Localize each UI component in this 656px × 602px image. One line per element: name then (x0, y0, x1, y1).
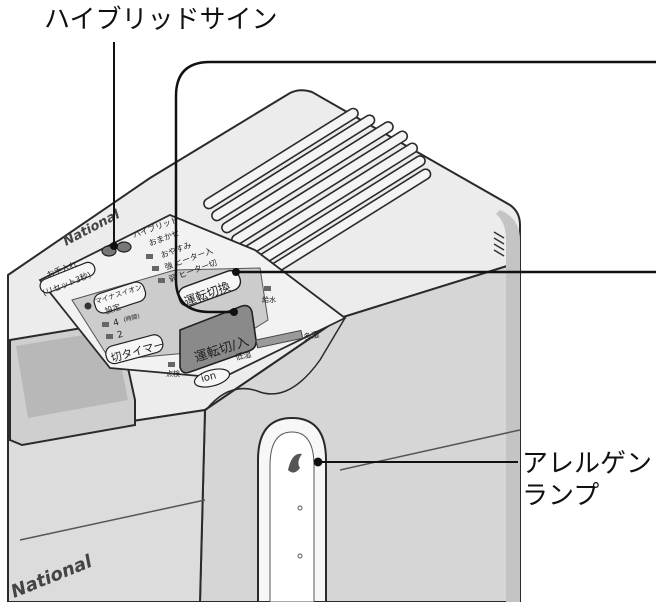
leader-dot-panel (230, 308, 238, 316)
allergen-icon (288, 453, 302, 473)
capsule-dot-1 (297, 505, 303, 511)
filter-reset-button[interactable] (38, 260, 97, 295)
power-button[interactable] (179, 304, 257, 374)
mode-indicators (146, 254, 165, 283)
leader-dot-allergen (314, 458, 322, 466)
water-lamp-label: 給水 (262, 295, 276, 304)
allergen-capsule-inner (269, 431, 315, 602)
leader-dot-hybrid (110, 242, 118, 250)
leader-line-panel (174, 60, 656, 314)
top-vent-grill (203, 107, 432, 276)
humidity-low-label: 低湿 (234, 349, 252, 362)
timer-button[interactable] (104, 333, 165, 365)
side-vent (493, 231, 505, 257)
check-lamp-label: 点検 (166, 369, 180, 378)
device-right-edge (496, 210, 520, 602)
capsule-dot-2 (297, 553, 303, 559)
water-lamp (264, 286, 271, 291)
allergen-lamp-callout-line2: ランプ (522, 481, 600, 511)
timer-4-label: 4 (112, 318, 120, 329)
minus-ion-setting: 設定 (104, 301, 122, 315)
hybrid-sign-callout: ハイブリッドサイン (44, 5, 278, 35)
timer-4-lamp (102, 322, 109, 327)
allergen-lamp-callout-line1: アレルゲン (522, 449, 653, 479)
panel-front-wave (205, 317, 346, 411)
humidity-high-label: 多湿 (302, 329, 320, 342)
front-seam (19, 499, 206, 541)
timer-2-label: 2 (116, 330, 124, 341)
ion-logo: ion (200, 370, 218, 385)
timer-2-lamp (106, 334, 113, 339)
ion-logo-badge (193, 368, 231, 388)
leader-dot-mode (232, 268, 240, 276)
check-lamp (168, 362, 175, 367)
minus-ion-lamp (84, 302, 92, 310)
front-seam-2 (339, 429, 521, 471)
minus-ion-button[interactable] (92, 280, 148, 315)
device-left-face (7, 408, 207, 602)
humidity-meter (255, 329, 304, 349)
